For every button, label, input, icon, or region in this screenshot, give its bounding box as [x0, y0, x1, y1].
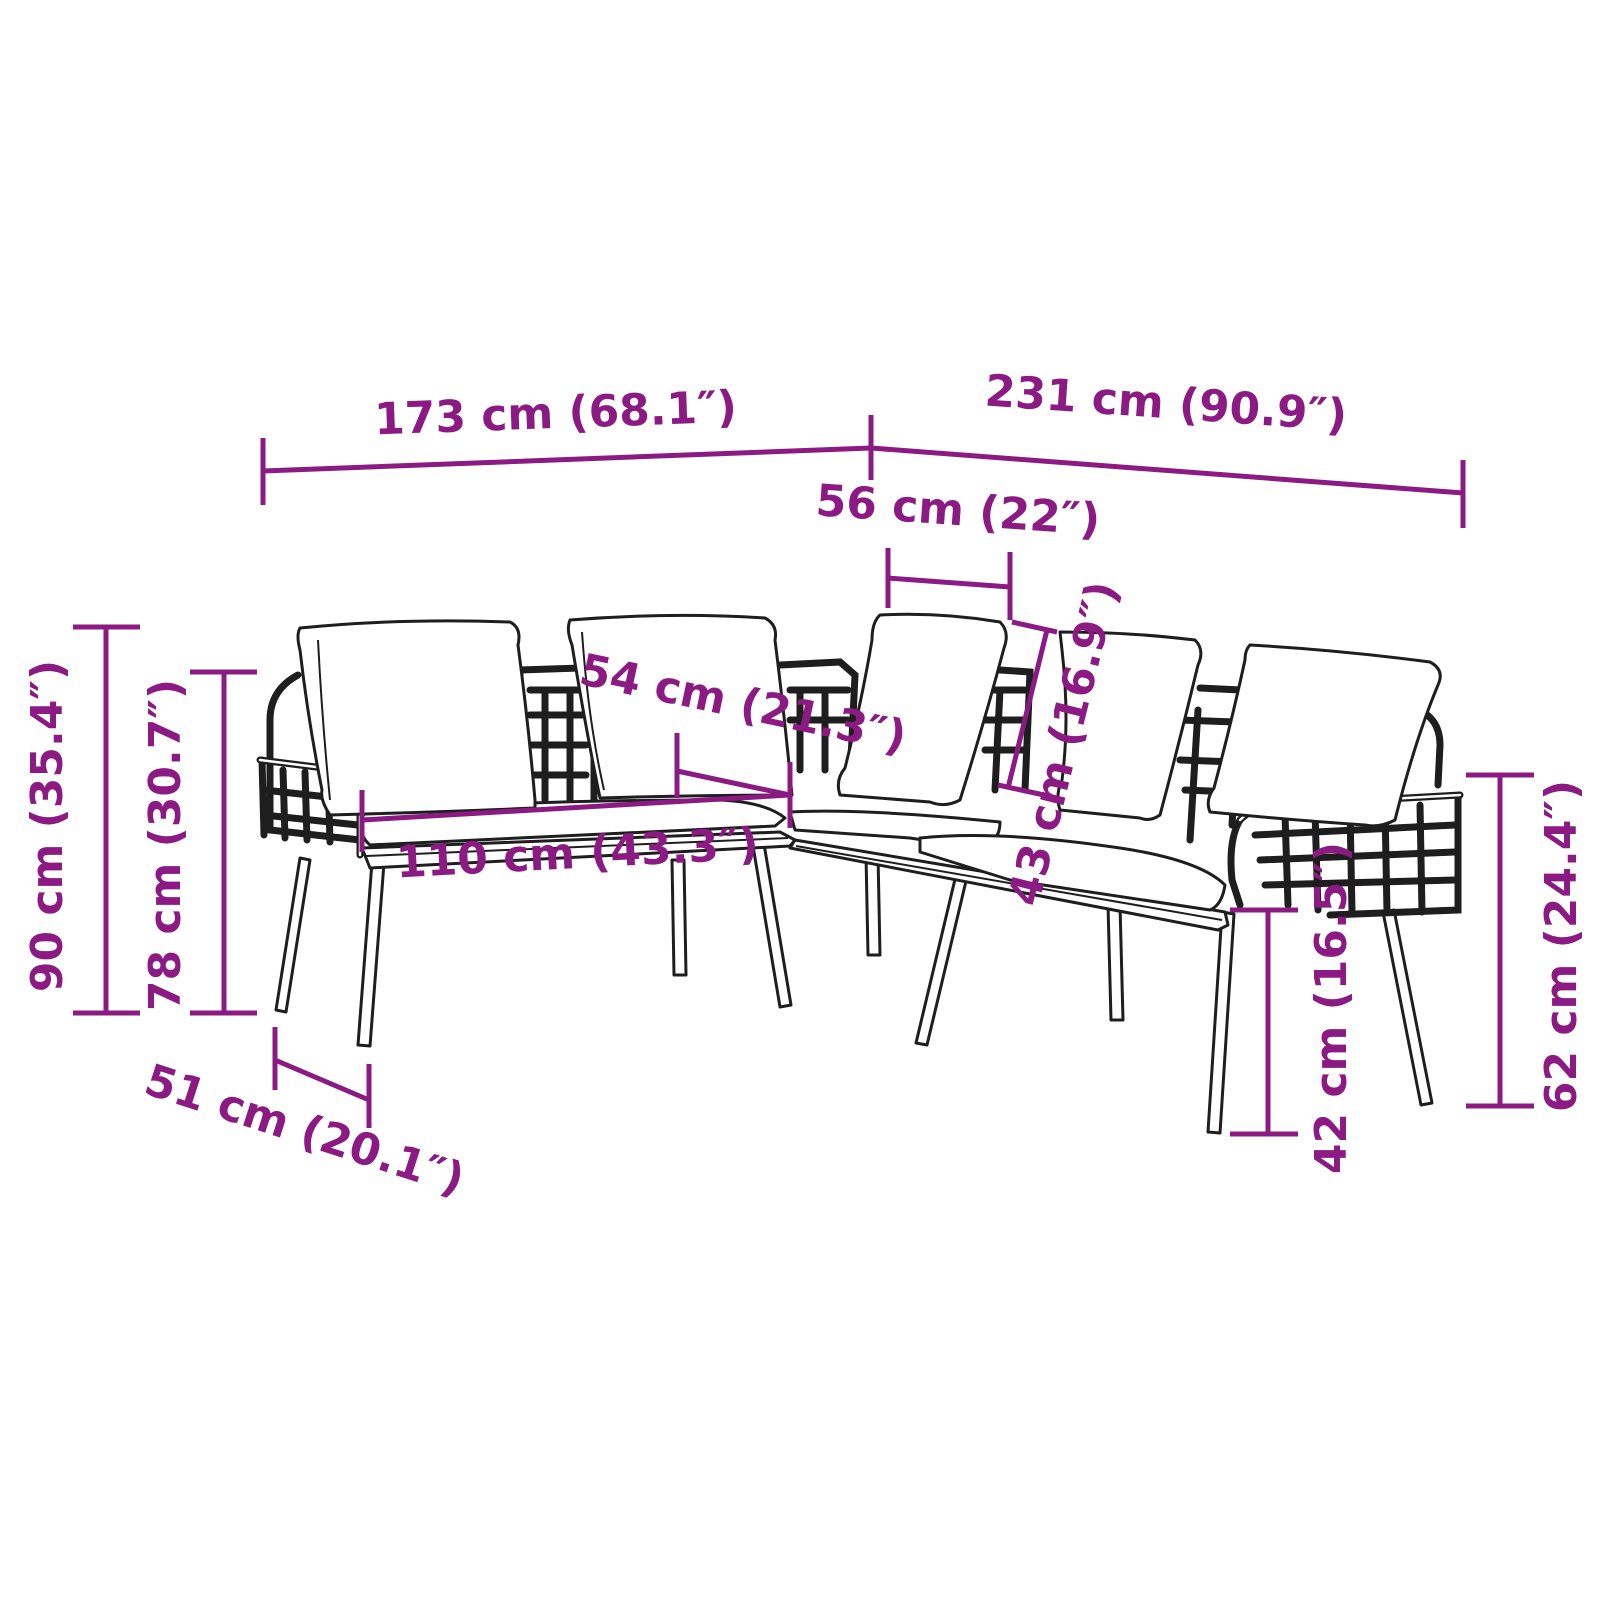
total-height-label: 90 cm (35.4″) — [22, 660, 73, 992]
back-height-label: 78 cm (30.7″) — [140, 679, 191, 1011]
dimension-lines — [73, 415, 1534, 1137]
left-length-label: 173 cm (68.1″) — [373, 382, 737, 446]
right-length-label: 231 cm (90.9″) — [983, 365, 1349, 441]
corner-sofa-illustration — [256, 612, 1464, 1135]
armrest-height-label: 62 cm (24.4″) — [1536, 780, 1587, 1112]
corner-depth-label: 56 cm (22″) — [814, 475, 1102, 546]
depth-label: 51 cm (20.1″) — [139, 1055, 471, 1206]
seat-height-label: 42 cm (16.5″) — [1306, 842, 1357, 1174]
back-cushions — [296, 612, 1442, 828]
